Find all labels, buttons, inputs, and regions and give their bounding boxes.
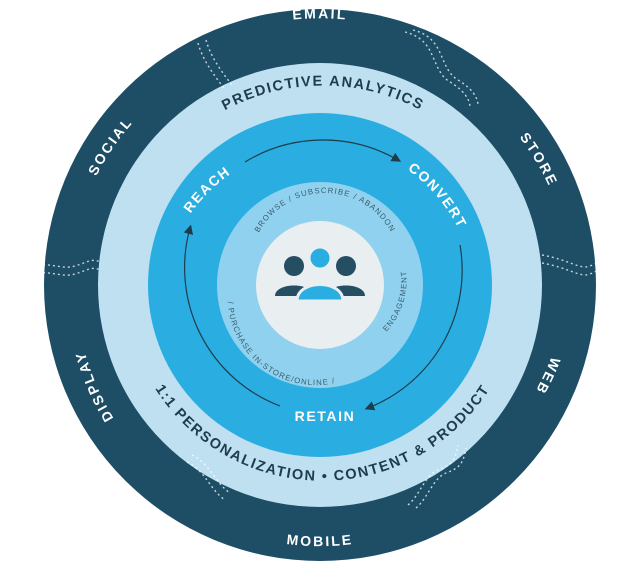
step-separator: /: [287, 194, 294, 204]
channel-mobile: MOBILE: [286, 531, 354, 549]
stage-retain: RETAIN: [295, 408, 356, 424]
arrow-retain-to-reach: [183, 224, 281, 407]
lifecycle-arrows: [183, 139, 463, 411]
step-separator: /: [226, 301, 235, 305]
arrow-reach-to-convert: [244, 139, 402, 163]
arrow-convert-to-retain: [364, 244, 463, 411]
channel-email: EMAIL: [292, 5, 349, 22]
users-group-icon: [275, 245, 365, 303]
step-separator: /: [352, 192, 359, 202]
step-separator: /: [331, 376, 336, 385]
channel-dividers: [27, 29, 617, 509]
